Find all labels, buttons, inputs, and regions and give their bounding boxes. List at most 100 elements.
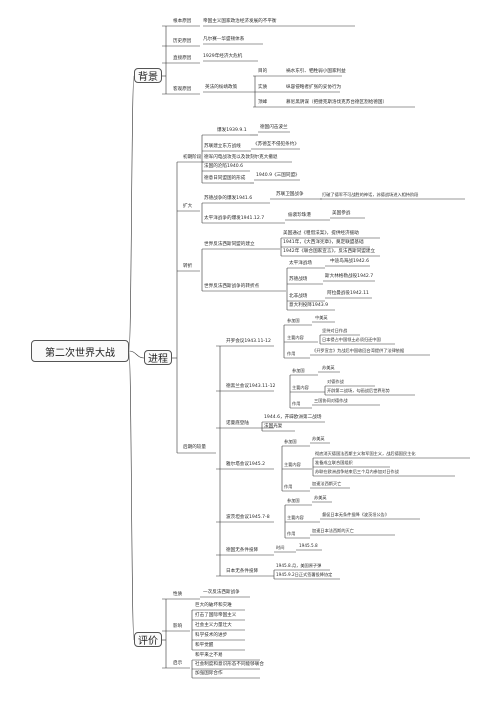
germany-time-label: 时间 — [276, 545, 285, 550]
bg-purpose-label: 目的 — [258, 69, 268, 74]
cairo-participants-label: 参加国 — [287, 318, 300, 323]
bg-essence-text: 纵容侵略者扩张的妥协行为 — [286, 85, 342, 90]
eval-inspiration-1: 和平来之不易 — [195, 653, 223, 658]
early-blitzkrieg: 德军闪电战攻克以及敦刻尔克大撤退 — [204, 155, 278, 160]
expand-label: 扩大 — [183, 204, 193, 209]
turn-label: 转折 — [183, 264, 193, 269]
germany-date: 1945.5.8 — [299, 543, 318, 548]
cairo-effect-label: 作用 — [287, 351, 296, 356]
expand-us-joins: 美国参战 — [332, 211, 351, 216]
central-topic: 第二次世界大战 — [31, 340, 129, 362]
tehran-content-2: 开辟第二战场，勾画战后世界形势 — [327, 388, 390, 393]
early-axis-formed-sub: 1940.9《三国同盟》 — [256, 173, 300, 178]
eval-inspiration-2: 社会制度和意识形态不同能够联合 — [195, 662, 264, 667]
turn-battles: 世界反法西斯战争的转折点 — [204, 284, 260, 289]
normandy-landing: 诺曼底登陆 — [226, 421, 249, 426]
turn-midway: 中途岛海战1942.6 — [330, 259, 370, 264]
eval-nature-text: 一次反法西斯战争 — [203, 590, 240, 595]
bg-history-cause-label: 历史原因 — [173, 39, 192, 44]
eval-impact-label: 影响 — [173, 624, 183, 629]
eval-impact-5: 和平觉醒 — [195, 643, 214, 648]
expand-soviet-defense: 苏联卫国战争 — [276, 192, 304, 197]
bg-appeasement: 英法的绥靖政策 — [205, 85, 238, 90]
turn-north-africa: 北非战场 — [289, 294, 308, 299]
tehran-effect: 三国协同对德作战 — [314, 398, 348, 403]
cairo-content-2: 日本侵占中国领土必须归还中国 — [322, 337, 381, 342]
connector-line-1 — [128, 350, 145, 359]
early-fall-of-france: 法国的沦陷1940.6 — [204, 164, 244, 169]
bg-history-cause-text: 凡尔赛—华盛顿体系 — [203, 37, 245, 42]
bg-purpose-text: 祸水东引、牺牲弱小国家利益 — [286, 69, 346, 74]
bg-essence-label: 实质 — [258, 85, 268, 90]
early-outbreak: 爆发1939.9.1 — [217, 128, 247, 133]
yalta-effect-label: 作用 — [284, 484, 293, 489]
tehran-content-1: 对德作战 — [327, 379, 344, 384]
yalta-effect: 加速法西斯灭亡 — [312, 481, 342, 486]
eval-inspiration-3: 加强国际合作 — [195, 671, 223, 676]
yalta-participants-label: 参加国 — [284, 439, 297, 444]
cairo-content-label: 主要内容 — [287, 335, 304, 340]
expand-pearl-harbor: 偷袭珍珠港 — [288, 213, 311, 218]
expand-soviet-sub: 打破了德军不可战胜的神话，苏德战场进入相持阶段 — [322, 192, 419, 197]
yalta-content-2: 准备成立联合国组织 — [315, 460, 353, 465]
early-eastern-front-sub: 《苏德互不侵犯条约》 — [253, 142, 299, 147]
early-eastern-front: 苏联建立东方战线 — [204, 144, 241, 149]
japan-item-2: 1945.9.2日正式签署投降协定 — [276, 572, 333, 577]
japan-item-1: 1945.8.月，美国原子弹 — [276, 563, 322, 568]
potsdam-content-label: 主要内容 — [287, 515, 304, 520]
eval-impact-2: 打击了国际帝国主义 — [195, 613, 237, 618]
bg-peak-label: 顶峰 — [258, 100, 268, 105]
tehran-conference: 德黑兰会议1943.11-12 — [226, 384, 276, 389]
potsdam-effect-label: 作用 — [287, 531, 296, 536]
turn-alliance-item-3: 1942年《联合国家宣言》，反法西斯同盟建立 — [283, 249, 376, 254]
bg-root-cause-text: 帝国主义国家政治经济发展的不平衡 — [203, 19, 277, 24]
turn-italy-surrender: 意大利投降1943.9 — [289, 303, 329, 308]
normandy-item-1: 1944.6，开辟欧洲第二战场 — [264, 415, 322, 420]
early-outbreak-sub: 德国闪击波兰 — [260, 125, 288, 130]
bg-direct-cause-text: 1929年经济大危机 — [203, 54, 243, 59]
yalta-content-1: 彻底消灭德国法西斯主义和军国主义，战后德国民主化 — [315, 451, 416, 456]
eval-inspiration-label: 启示 — [173, 661, 183, 666]
tehran-effect-label: 作用 — [292, 401, 301, 406]
yalta-content-label: 主要内容 — [284, 462, 301, 467]
late-stage-label: 后期的较量 — [183, 445, 206, 450]
expand-pacific-war: 太平洋战争的爆发1941.12.7 — [204, 216, 265, 221]
turn-eastern: 苏德战场 — [289, 277, 308, 282]
germany-surrender: 德国无条件投降 — [226, 548, 259, 553]
potsdam-effect: 加速日本法西斯的灭亡 — [312, 528, 354, 533]
branch-process: 进程 — [144, 350, 172, 365]
cairo-participants: 中美英 — [315, 315, 328, 320]
yalta-conference: 雅尔塔会议1945.2 — [226, 462, 266, 467]
turn-alliance: 世界反法西斯同盟的建立 — [204, 242, 255, 247]
potsdam-content: 督促日本无条件投降《波茨坦公告》 — [322, 512, 390, 517]
cairo-content-1: 坚持对日作战 — [322, 328, 348, 333]
connector-line-2 — [128, 351, 135, 641]
eval-impact-3: 社会主义力量壮大 — [195, 623, 232, 628]
potsdam-participants: 苏美英 — [314, 495, 327, 500]
eval-impact-1: 巨大的破坏和灾难 — [195, 603, 232, 608]
tehran-participants-label: 参加国 — [292, 368, 305, 373]
early-axis-formed: 德意日同盟国的形成 — [204, 176, 246, 181]
normandy-item-2: 法国光复 — [264, 424, 283, 429]
japan-surrender: 日本无条件投降 — [226, 569, 259, 574]
branch-background: 背景 — [134, 68, 162, 83]
turn-alliance-item-2: 1941年，《大西洋宪章》，奠定联盟基础 — [283, 240, 364, 245]
eval-impact-4: 科学技术的进步 — [195, 633, 228, 638]
connector-line-0 — [128, 75, 135, 351]
early-stage-label: 初期阶段 — [183, 155, 202, 160]
bg-root-cause-label: 根本原因 — [173, 19, 192, 24]
cairo-effect: 《开罗宣言》为战后中国收回台湾提供了法律依据 — [312, 348, 405, 353]
yalta-participants: 苏美英 — [312, 436, 325, 441]
cairo-conference: 开罗会议1943.11-12 — [226, 339, 271, 344]
turn-alliance-item-1: 美国通过《租借法案》，提供经济援助 — [283, 231, 359, 236]
bg-direct-cause-label: 直接原因 — [173, 56, 192, 61]
branch-evaluation: 评价 — [134, 632, 162, 647]
bg-objective-cause-label: 客观原因 — [173, 87, 192, 92]
tehran-content-label: 主要内容 — [292, 385, 309, 390]
expand-soviet-war: 苏德战争的爆发1941.6 — [204, 196, 253, 201]
tehran-participants: 苏美英 — [322, 365, 335, 370]
potsdam-participants-label: 参加国 — [287, 498, 300, 503]
turn-pacific: 太平洋战场 — [289, 261, 312, 266]
yalta-content-3: 苏联在欧洲战争结束后三个月内参加对日作战 — [315, 469, 399, 474]
